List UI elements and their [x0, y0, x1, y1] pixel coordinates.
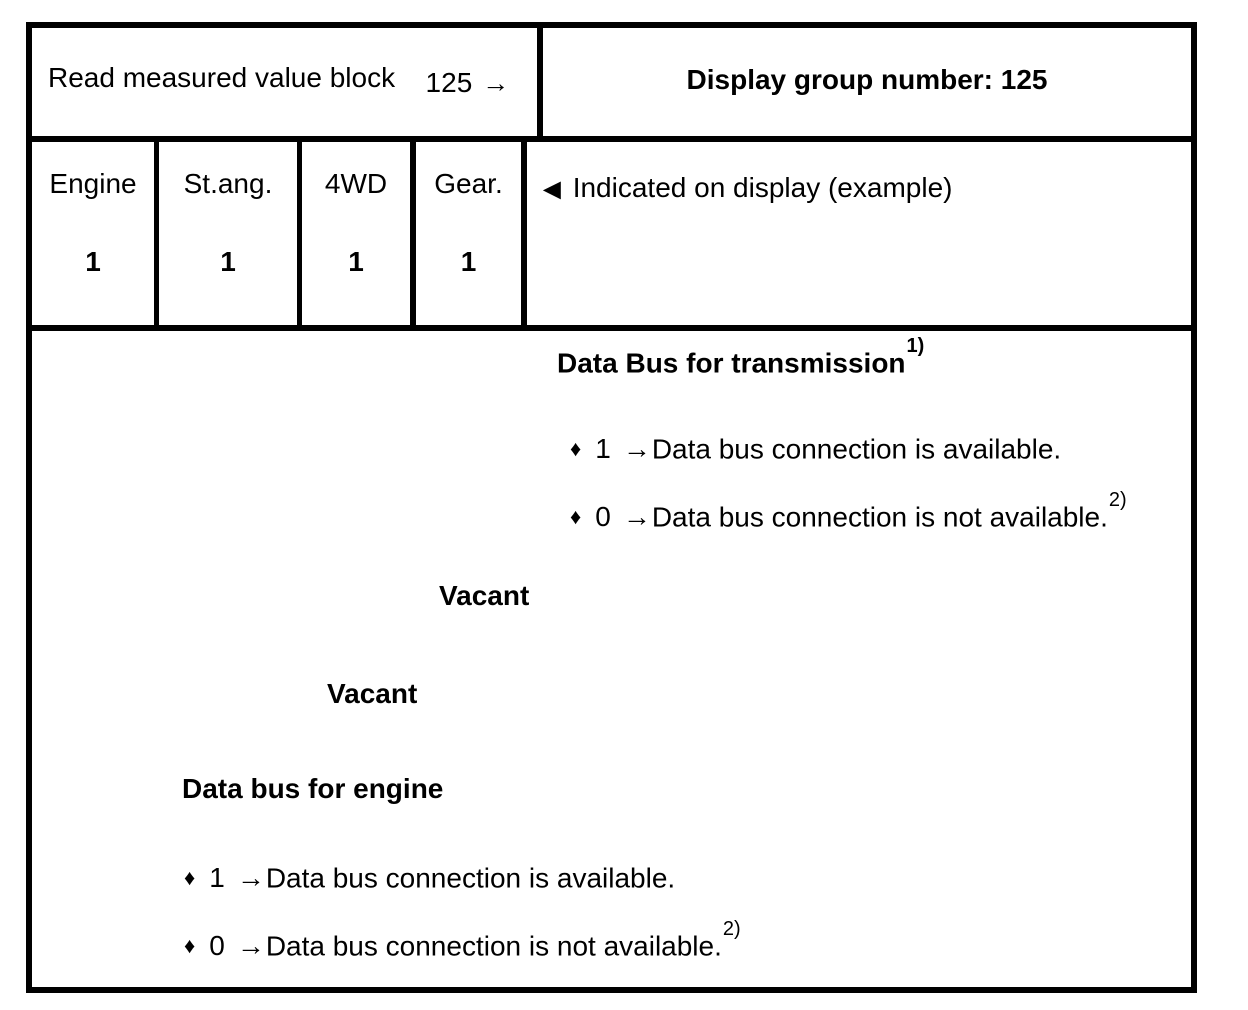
read-block-label: Read measured value block [48, 62, 396, 93]
block-number-value: 125 [425, 67, 473, 98]
vacant-label-1: Vacant [439, 580, 530, 611]
footnote-ref-2: 2) [1108, 489, 1127, 511]
transmission-heading: Data Bus for transmission1) [557, 335, 924, 379]
field-value: 1 [460, 246, 477, 277]
field-cell-gear: Gear. 1 [416, 142, 527, 325]
field-cell-engine: Engine 1 [32, 142, 159, 325]
bullet-value: 1 [209, 862, 225, 894]
diamond-bullet-icon: ♦ [570, 504, 582, 530]
bullet-text: Data bus connection is available. [651, 433, 1062, 465]
display-group-cell: Display group number: 125 [543, 28, 1191, 136]
field-value: 1 [348, 246, 364, 277]
display-group-title: Display group number: 125 [686, 64, 1048, 95]
diamond-bullet-icon: ♦ [184, 933, 196, 959]
field-label: Gear. [434, 168, 503, 199]
bullet-value: 0 [595, 501, 611, 533]
measured-value-block-table: Read measured value block 125 → Display g… [26, 22, 1197, 993]
left-triangle-icon: ◄ [537, 173, 567, 206]
field-cell-steering-angle: St.ang. 1 [159, 142, 302, 325]
field-cell-4wd: 4WD 1 [302, 142, 416, 325]
right-arrow-icon: → [482, 68, 510, 98]
field-value: 1 [85, 246, 101, 277]
header-row: Read measured value block 125 → Display g… [32, 28, 1191, 142]
read-block-cell: Read measured value block 125 → [32, 28, 543, 136]
arrow-icon: → [622, 501, 651, 533]
engine-bullet-available: ♦ 1 →Data bus connection is available. [184, 860, 676, 894]
transmission-bullet-available: ♦ 1 →Data bus connection is available. [570, 431, 1062, 465]
arrow-icon: → [622, 433, 651, 465]
indicated-cell: ◄Indicated on display (example) [527, 142, 1191, 325]
field-value: 1 [220, 246, 236, 277]
diamond-bullet-icon: ♦ [570, 436, 582, 462]
vacant-label-2: Vacant [327, 678, 418, 709]
bullet-text: Data bus connection is available. [265, 862, 676, 894]
diamond-bullet-icon: ♦ [184, 865, 196, 891]
footnote-ref-1: 1) [906, 335, 925, 357]
table-body: Data Bus for transmission1) ♦1→Data bus … [32, 331, 1191, 987]
transmission-heading-text: Data Bus for transmission [557, 347, 906, 379]
engine-bullet-not-available: ♦ 0 →Data bus connection is not available.… [184, 918, 741, 962]
indicated-text: Indicated on display (example) [572, 172, 953, 203]
footnote-ref-2: 2) [722, 918, 741, 940]
bullet-value: 1 [595, 433, 611, 465]
arrow-icon: → [236, 862, 265, 894]
block-number: 125 → [426, 67, 510, 98]
transmission-bullet-not-available: ♦ 0 →Data bus connection is not available.… [570, 489, 1127, 533]
bullet-text: Data bus connection is not available. [651, 501, 1108, 533]
field-label: Engine [49, 168, 137, 199]
bullet-text: Data bus connection is not available. [265, 930, 722, 962]
arrow-icon: → [236, 930, 265, 962]
field-label: St.ang. [183, 168, 273, 199]
engine-heading: Data bus for engine [182, 773, 444, 804]
bullet-value: 0 [209, 930, 225, 962]
field-label: 4WD [324, 168, 388, 199]
fields-row: Engine 1 St.ang. 1 4WD 1 Gear. 1 ◄Indica… [32, 142, 1191, 331]
